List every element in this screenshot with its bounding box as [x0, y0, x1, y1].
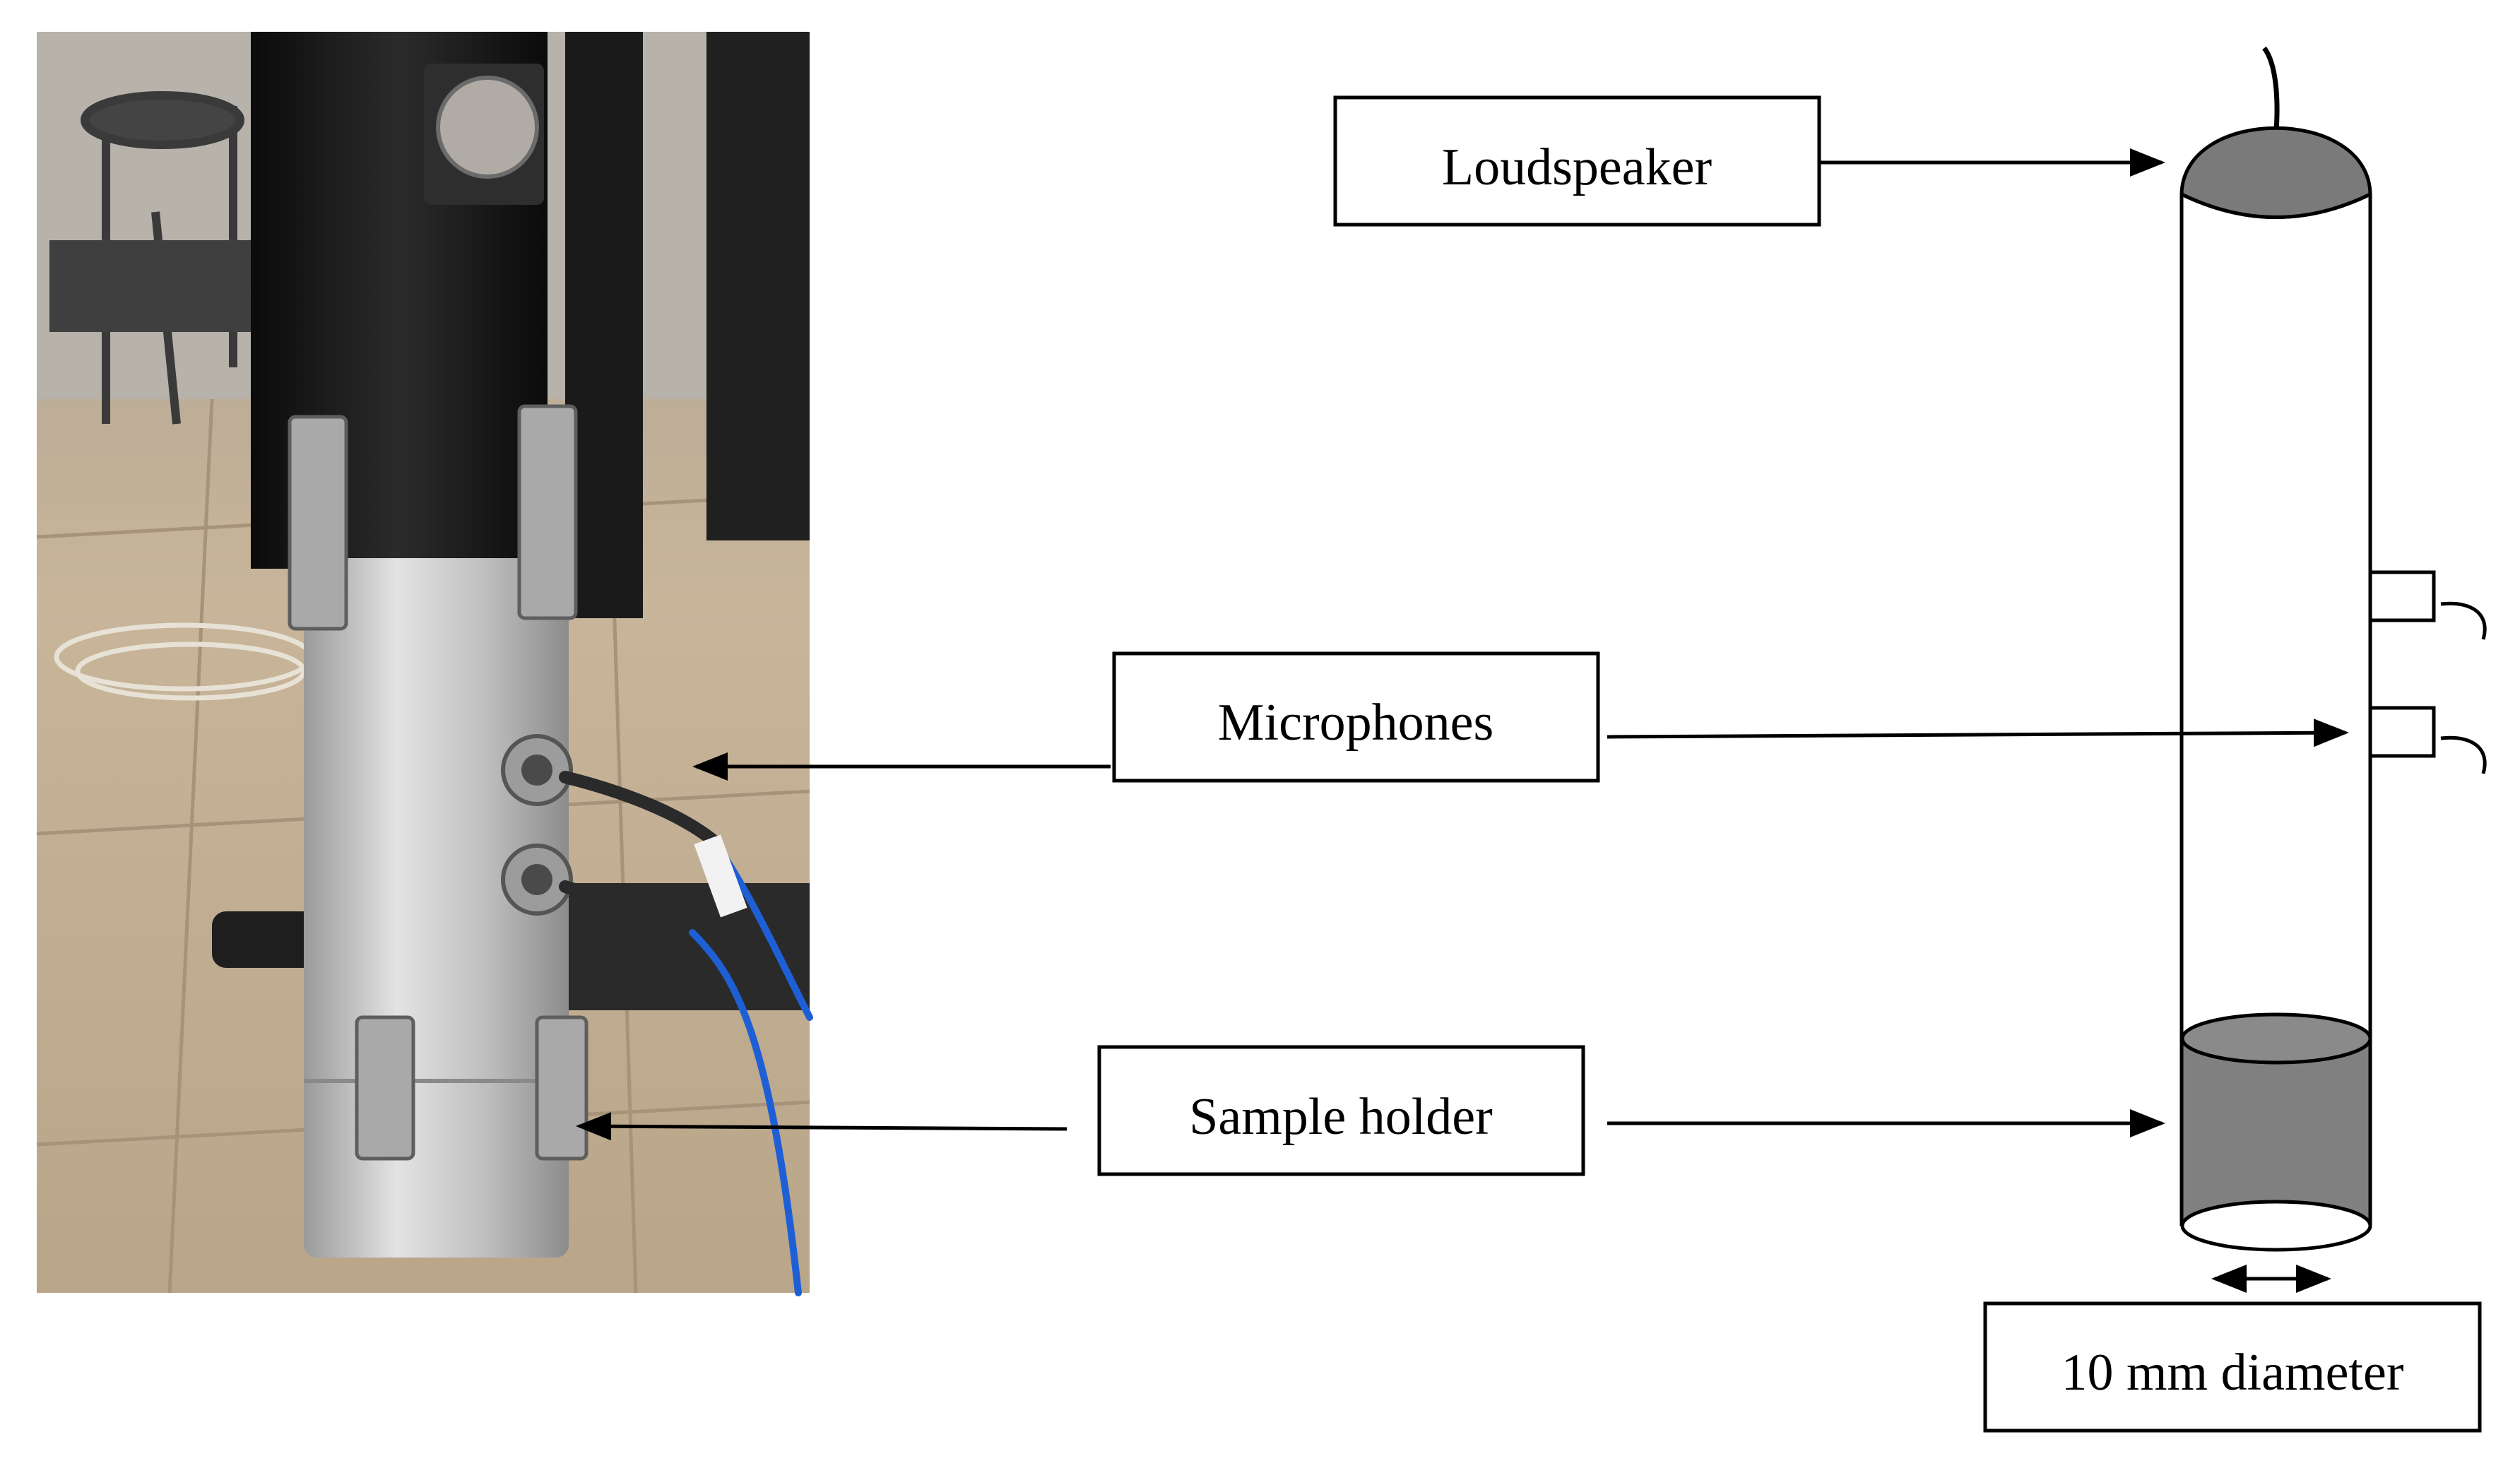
- sample-cylinder-icon: [2179, 1012, 2372, 1252]
- microphone-port-icon: [2368, 706, 2487, 774]
- photo-microphone-cables: [559, 771, 813, 1296]
- photo-equipment: [706, 32, 810, 540]
- microphone-port-icon: [2368, 570, 2487, 640]
- label-diameter: 10 mm diameter: [2061, 1344, 2404, 1402]
- label-sample-holder-box: Sample holder: [1097, 1045, 1585, 1176]
- loudspeaker-dome-icon: [2179, 126, 2372, 219]
- label-sample-holder: Sample holder: [1189, 1088, 1493, 1146]
- photo-chair: [49, 240, 261, 332]
- photo-microphone-connectors: [501, 734, 573, 916]
- impedance-tube-schematic: [2179, 46, 2487, 1252]
- photo-stand-pole: [565, 32, 643, 618]
- label-loudspeaker-box: Loudspeaker: [1333, 95, 1821, 227]
- photo-latches: [288, 404, 588, 1161]
- label-diameter-box: 10 mm diameter: [1983, 1301, 2482, 1433]
- label-loudspeaker: Loudspeaker: [1442, 138, 1712, 196]
- tube-top-rim: [2180, 192, 2372, 219]
- label-microphones-box: Microphones: [1112, 651, 1600, 783]
- arrow-sample-holder-left: [576, 1112, 1067, 1141]
- photo-floor-plate: [537, 883, 810, 1010]
- impedance-tube-photograph: [36, 32, 813, 1296]
- speaker-cable: [2262, 46, 2280, 131]
- label-microphones: Microphones: [1218, 694, 1494, 752]
- arrows: [576, 148, 2349, 1293]
- arrow-microphones-right: [1607, 718, 2349, 747]
- photo-knob: [436, 76, 539, 179]
